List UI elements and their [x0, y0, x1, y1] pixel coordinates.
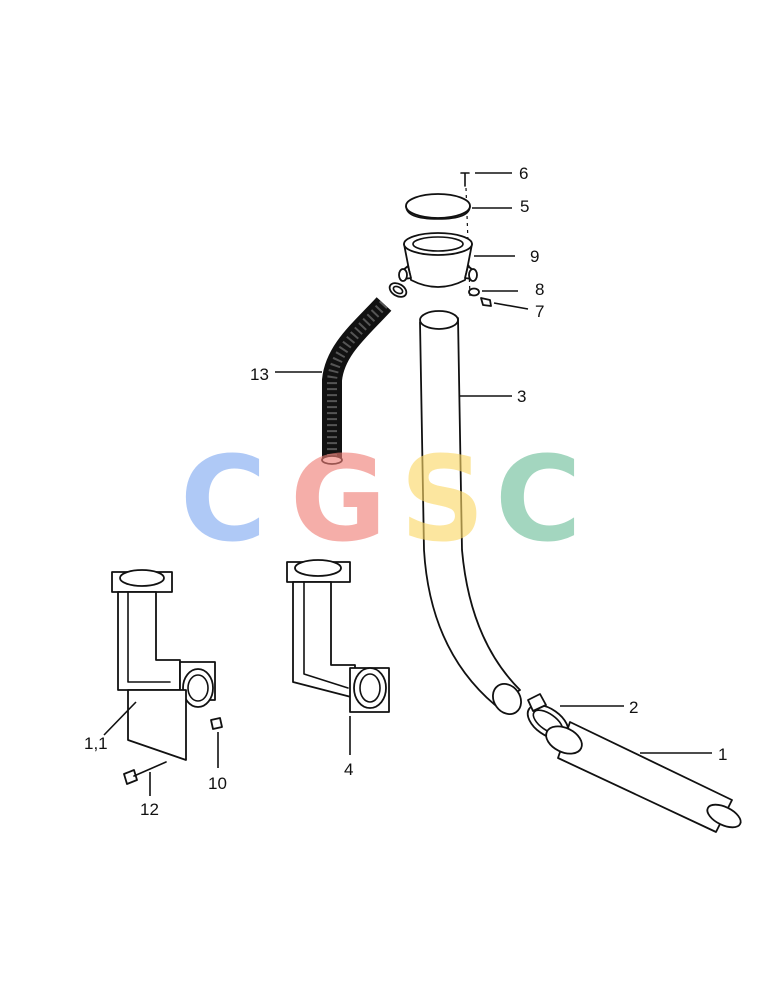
callout-12: 12 [140, 800, 159, 819]
part-5-cover-plate [405, 193, 512, 220]
part-7-bolt [480, 297, 529, 310]
callout-5: 5 [520, 197, 529, 216]
part-10-nut [210, 717, 223, 768]
callout-11: 1,1 [84, 734, 108, 753]
watermark-letter-3: S [400, 430, 485, 568]
watermark-letter-2: G [290, 430, 387, 568]
part-11-bracket [103, 569, 216, 761]
part-1-tail-pipe [545, 721, 742, 833]
hose-clamp-ring [388, 282, 408, 298]
watermark-letter-1: C [180, 430, 267, 568]
part-8-washer [468, 287, 518, 297]
watermark-letter-4: C [495, 430, 582, 568]
callout-4: 4 [344, 760, 353, 779]
callout-6: 6 [519, 164, 528, 183]
part-9-junction-box [398, 232, 515, 288]
callout-10: 10 [208, 774, 227, 793]
cgsc-watermark: C G S C [180, 430, 582, 568]
part-3-exhaust-pipe [419, 310, 522, 715]
part-6-screw [460, 172, 512, 187]
part-13-flexible-hose [275, 297, 392, 465]
callout-3: 3 [517, 387, 526, 406]
callout-7: 7 [535, 302, 544, 321]
callout-1: 1 [718, 745, 727, 764]
callout-9: 9 [530, 247, 539, 266]
callout-8: 8 [535, 280, 544, 299]
callout-13: 13 [250, 365, 269, 384]
part-4-bracket [286, 559, 390, 755]
part-12-bolt [123, 761, 167, 796]
callout-2: 2 [629, 698, 638, 717]
